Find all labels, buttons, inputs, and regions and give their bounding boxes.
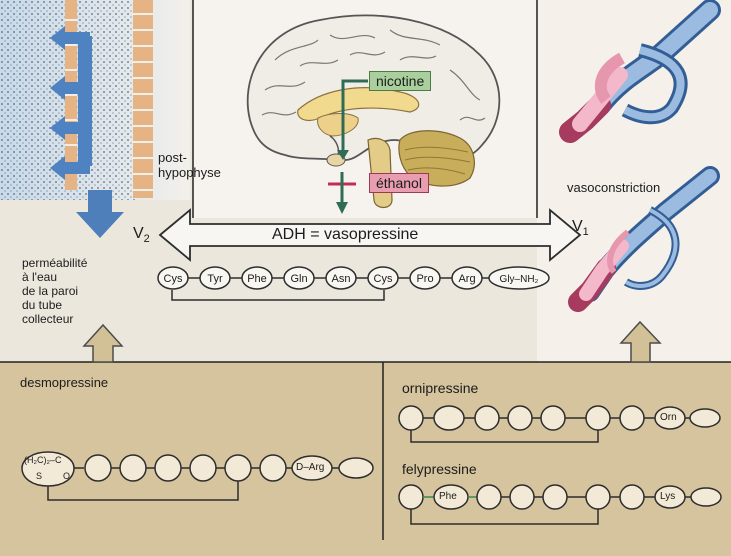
ethanol-label: éthanol [369, 173, 429, 193]
adh-residue-label: Cys [164, 273, 183, 285]
permeability-label: perméabilité à l'eau de la paroi du tube… [22, 256, 87, 326]
adh-label: ADH = vasopressine [272, 226, 418, 244]
adh-residue-label: Arg [458, 273, 475, 285]
adh-residue-label: Phe [247, 273, 267, 285]
v2-label: V2 [133, 225, 150, 245]
v2-subscript: 2 [144, 233, 150, 245]
desmopressine-end-label: D–Arg [296, 462, 324, 473]
ornipressine-title: ornipressine [402, 380, 478, 396]
adh-residue-label: Tyr [207, 273, 223, 285]
vasoconstriction-label: vasoconstriction [567, 180, 660, 195]
post-hypophyse-label: post- hypophyse [158, 150, 221, 180]
adh-residue-label: Asn [332, 273, 351, 285]
v1-letter: V [572, 218, 583, 235]
nicotine-label: nicotine [369, 71, 431, 91]
desmopressine-head-o: O [63, 471, 70, 481]
adh-residue-label: Pro [416, 273, 433, 285]
v2-letter: V [133, 225, 144, 242]
ornipressine-end-label: Orn [660, 412, 677, 423]
desmopressine-head-top: (H₂C)₂–C [24, 455, 62, 465]
adh-residue-label: Gln [290, 273, 307, 285]
v1-subscript: 1 [583, 226, 589, 238]
adh-residue-label: Cys [374, 273, 393, 285]
felypressine-end-label: Lys [660, 491, 675, 502]
adh-residue-label: Gly–NH₂ [500, 274, 539, 285]
desmopressine-title: desmopressine [20, 375, 108, 390]
desmopressine-head-s: S [36, 471, 42, 481]
felypressine-title: felypressine [402, 461, 477, 477]
v1-label: V1 [572, 218, 589, 238]
felypressine-phe-label: Phe [439, 491, 457, 502]
